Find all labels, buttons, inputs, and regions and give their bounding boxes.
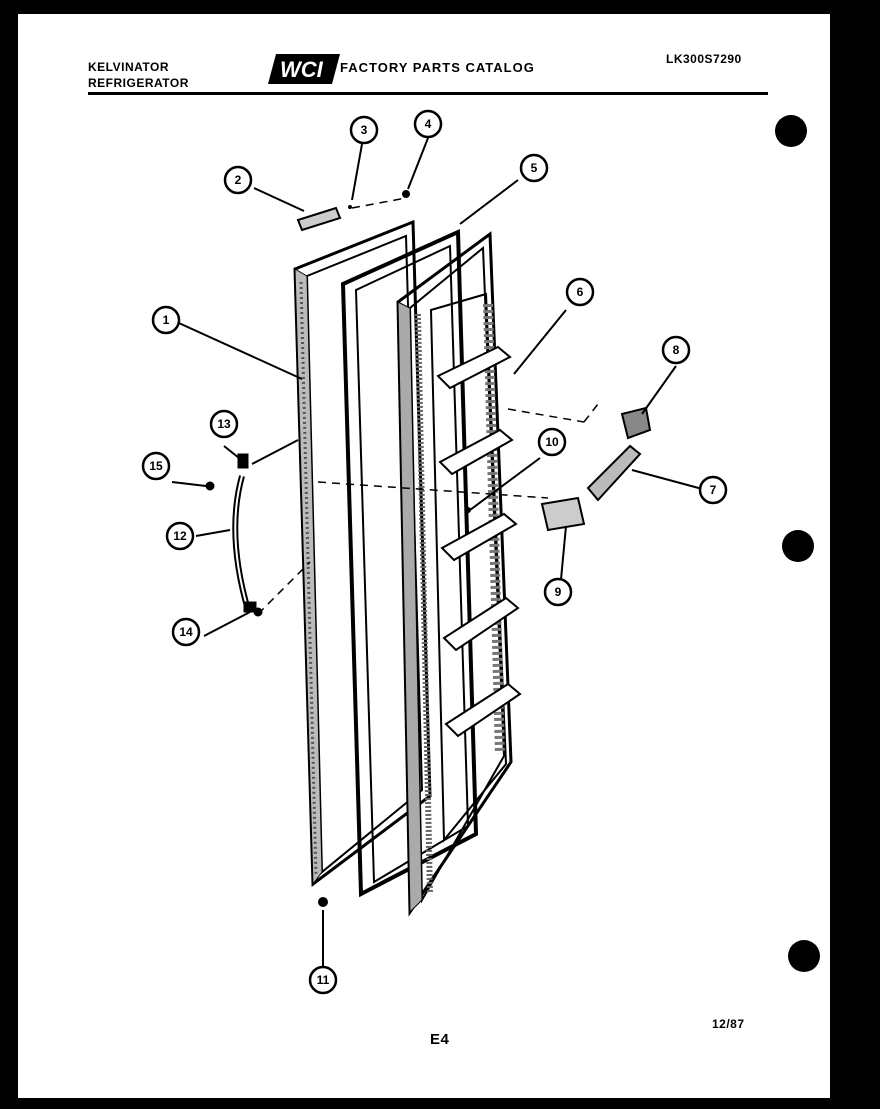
callout-1: 1 [151, 305, 181, 335]
callout-11: 11 [308, 965, 338, 995]
callout-2: 2 [223, 165, 253, 195]
header-rule [88, 92, 768, 95]
door-handle [205, 453, 263, 617]
svg-text:6: 6 [577, 285, 584, 299]
callout-14: 14 [171, 617, 201, 647]
callout-8: 8 [661, 335, 691, 365]
leader-lines [169, 137, 707, 974]
brand-line-1: KELVINATOR [88, 60, 170, 74]
svg-text:3: 3 [361, 123, 368, 137]
callout-6: 6 [565, 277, 595, 307]
svg-text:WCI: WCI [280, 57, 324, 82]
page-code: E4 [430, 1031, 450, 1048]
assembly-lines [257, 197, 599, 615]
callout-12: 12 [165, 521, 195, 551]
callout-3: 3 [349, 115, 379, 145]
binder-hole-bottom [788, 940, 820, 972]
binder-hole-top [775, 115, 807, 147]
svg-text:1: 1 [163, 313, 170, 327]
svg-text:9: 9 [555, 585, 562, 599]
svg-text:7: 7 [710, 483, 717, 497]
catalog-date: 12/87 [712, 1017, 745, 1031]
door-outer-panel [293, 219, 432, 887]
svg-text:8: 8 [673, 343, 680, 357]
door-inner-liner [396, 231, 522, 917]
model-number: LK300S7290 [666, 52, 742, 66]
svg-text:10: 10 [545, 435, 559, 449]
svg-text:11: 11 [317, 973, 330, 987]
svg-text:13: 13 [217, 417, 231, 431]
shelf-clip [465, 507, 471, 513]
svg-text:12: 12 [173, 529, 187, 543]
callout-9: 9 [543, 577, 573, 607]
callout-10: 10 [537, 427, 567, 457]
callout-7: 7 [698, 475, 728, 505]
catalog-page: KELVINATOR REFRIGERATOR FACTORY PARTS CA… [18, 14, 830, 1098]
brand-line-2: REFRIGERATOR [88, 76, 189, 90]
svg-text:5: 5 [531, 161, 538, 175]
callout-15: 15 [141, 451, 171, 481]
svg-text:2: 2 [235, 173, 242, 187]
hinge-pin [296, 205, 352, 232]
binder-hole-middle [782, 530, 814, 562]
svg-text:14: 14 [179, 625, 193, 639]
exploded-door-diagram: WCI [141, 54, 728, 995]
svg-text:4: 4 [425, 117, 432, 131]
bin-assembly [540, 406, 652, 532]
callout-13: 13 [209, 409, 239, 439]
wci-logo: WCI [268, 54, 340, 84]
svg-text:15: 15 [149, 459, 163, 473]
top-screw [402, 190, 410, 198]
catalog-title: FACTORY PARTS CATALOG [340, 60, 535, 75]
callout-5: 5 [519, 153, 549, 183]
bottom-plug [318, 897, 328, 907]
callout-4: 4 [413, 109, 443, 139]
